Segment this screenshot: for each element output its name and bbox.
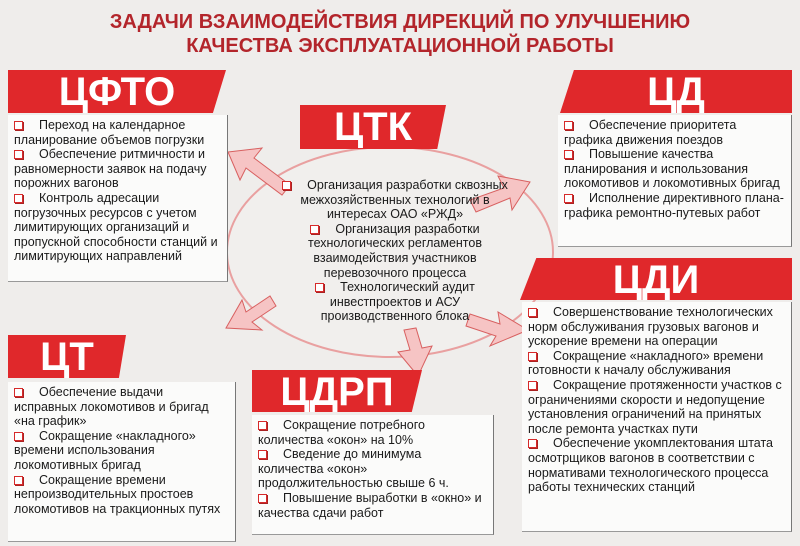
bullet-icon <box>310 224 320 234</box>
cdi-box: Совершенствование технологических норм о… <box>522 302 792 532</box>
bullet-icon <box>14 121 23 130</box>
list-item: Исполнение директивного плана-графика ре… <box>564 190 784 220</box>
bullet-icon <box>258 421 267 430</box>
list-item: Переход на календарное планирование объе… <box>14 118 205 147</box>
list-item: Сокращение «накладного» времени использо… <box>14 428 196 472</box>
bullet-icon <box>528 351 537 361</box>
list-item: Организация разработки технологических р… <box>308 221 482 280</box>
list-item: Повышение качества планирования и исполь… <box>564 147 780 191</box>
bullet-icon <box>258 450 267 460</box>
list-item: Сведение до минимума количества «окон» п… <box>258 447 449 491</box>
bullet-icon <box>528 380 537 390</box>
list-item: Обеспечение укомплектования штата осмотр… <box>528 436 773 495</box>
list-item: Технологический аудит инвестпроектов и А… <box>275 280 515 324</box>
list-item: Повышение выработки в «окно» и качества … <box>258 490 482 520</box>
arrow-to-cdrp <box>397 327 433 377</box>
arrow-to-cfto <box>227 147 291 196</box>
list-item: Контроль адресации погрузочных ресурсов … <box>14 190 218 264</box>
arrow-to-cdi <box>465 311 530 348</box>
cd-banner: ЦД <box>560 70 792 113</box>
title-line-2: КАЧЕСТВА ЭКСПЛУАТАЦИОННОЙ РАБОТЫ <box>186 35 614 57</box>
bullet-icon <box>14 150 23 160</box>
list-item: Сокращение времени непроизводительных пр… <box>14 472 221 516</box>
bullet-icon <box>528 308 537 317</box>
list-item: Совершенствование технологических норм о… <box>528 305 773 349</box>
list-item: Организация разработки сквозных межхозяй… <box>275 178 515 222</box>
list-item: Обеспечение приоритета графика движения … <box>564 118 737 147</box>
cfto-box: Переход на календарное планирование объе… <box>8 115 228 282</box>
bullet-icon <box>282 181 292 190</box>
cdrp-box: Сокращение потребного количества «окон» … <box>252 415 494 535</box>
list-item: Обеспечение выдачи исправных локомотивов… <box>14 385 209 429</box>
bullet-icon <box>564 150 573 160</box>
bullet-icon <box>14 431 23 441</box>
bullet-icon <box>528 439 537 449</box>
cfto-banner: ЦФТО <box>8 70 226 113</box>
cd-box: Обеспечение приоритета графика движения … <box>558 115 792 247</box>
bullet-icon <box>14 475 23 485</box>
bullet-icon <box>564 121 573 130</box>
ctk-banner: ЦТК <box>300 105 446 149</box>
arrow-to-cd <box>469 175 531 213</box>
bullet-icon <box>14 388 23 397</box>
list-item: Обеспечение ритмичности и равномерности … <box>14 147 207 191</box>
list-item: Сокращение протяженности участков с огра… <box>528 377 782 436</box>
bullet-icon <box>315 283 325 293</box>
cdrp-banner: ЦДРП <box>252 370 422 412</box>
ct-box: Обеспечение выдачи исправных локомотивов… <box>8 382 236 542</box>
list-item: Сокращение потребного количества «окон» … <box>258 418 425 447</box>
title-line-1: ЗАДАЧИ ВЗАИМОДЕЙСТВИЯ ДИРЕКЦИЙ ПО УЛУЧШЕ… <box>109 11 691 33</box>
cdi-banner: ЦДИ <box>520 258 792 300</box>
ctk-text: Организация разработки сквозных межхозяй… <box>275 178 515 324</box>
arrow-to-ct <box>225 295 277 331</box>
bullet-icon <box>258 493 267 503</box>
bullet-icon <box>14 193 23 203</box>
ct-banner: ЦТ <box>8 335 126 378</box>
bullet-icon <box>564 193 573 203</box>
list-item: Сокращение «накладного» времени готовнос… <box>528 348 764 378</box>
